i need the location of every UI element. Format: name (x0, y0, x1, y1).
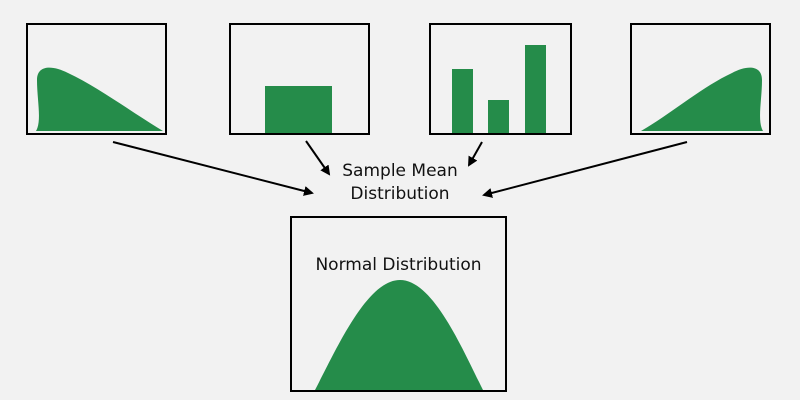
right-skewed-panel (26, 23, 167, 135)
left-skewed-panel (630, 23, 771, 135)
normal-distribution-label: Normal Distribution (315, 255, 482, 275)
sample-mean-label: Sample Mean Distribution (300, 160, 500, 206)
left-skewed-shape (641, 67, 763, 131)
bar-3 (525, 45, 546, 133)
normal-distribution-panel: Normal Distribution (290, 216, 507, 392)
sample-mean-line2: Distribution (350, 184, 450, 204)
arrow-3 (468, 141, 483, 167)
arrow-2 (305, 140, 331, 176)
bar-1 (452, 69, 473, 133)
uniform-panel (229, 23, 370, 135)
bell-curve-shape (315, 280, 483, 390)
right-skewed-shape (36, 67, 163, 131)
uniform-shape (265, 86, 332, 133)
bar-2 (488, 100, 509, 133)
sample-mean-line1: Sample Mean (342, 161, 458, 181)
bars-panel (429, 23, 572, 135)
arrow-4 (482, 141, 688, 198)
arrow-1 (112, 141, 314, 196)
bars-shape (452, 45, 546, 133)
